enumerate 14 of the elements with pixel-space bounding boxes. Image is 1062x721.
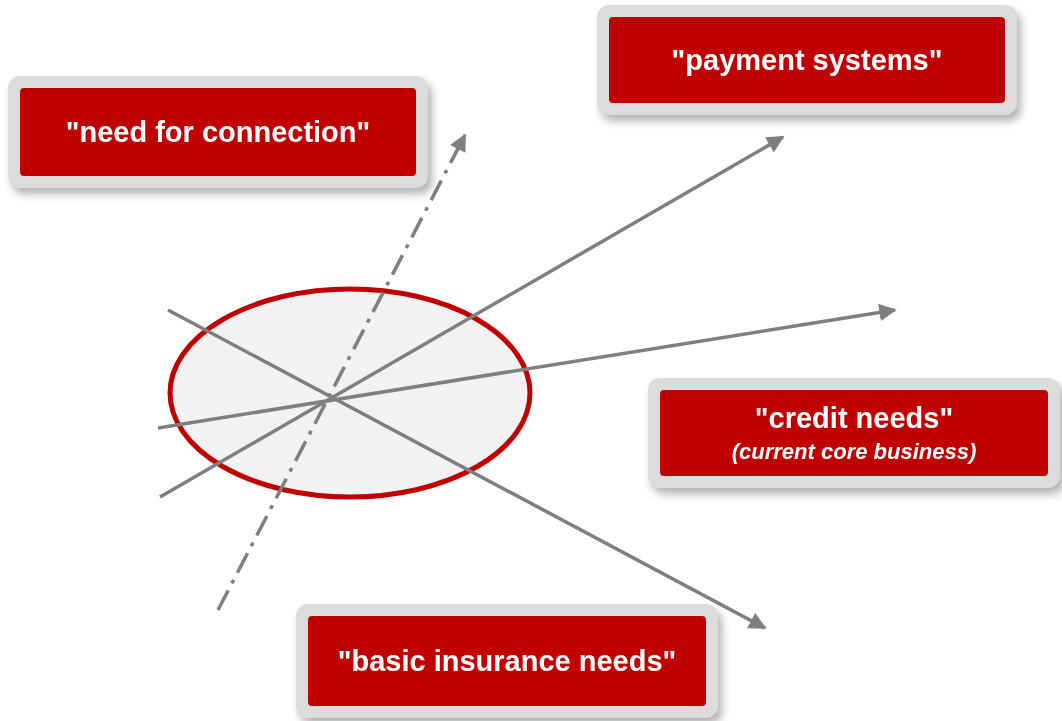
arrow bbox=[159, 135, 785, 499]
label-box-frame bbox=[597, 5, 1017, 115]
label-box-frame bbox=[296, 604, 718, 718]
label-box-frame bbox=[648, 378, 1060, 488]
arrow bbox=[157, 303, 897, 430]
box-title: "payment systems" bbox=[671, 43, 943, 77]
box-title: "credit needs" bbox=[754, 401, 954, 435]
arrow bbox=[216, 133, 467, 611]
label-box-frame bbox=[8, 76, 428, 188]
box-subtitle: (current core business) bbox=[731, 438, 977, 465]
ellipse-shape bbox=[167, 286, 533, 500]
box-title: "basic insurance needs" bbox=[337, 644, 677, 678]
arrow bbox=[167, 308, 767, 630]
box-title: "need for connection" bbox=[65, 115, 371, 149]
